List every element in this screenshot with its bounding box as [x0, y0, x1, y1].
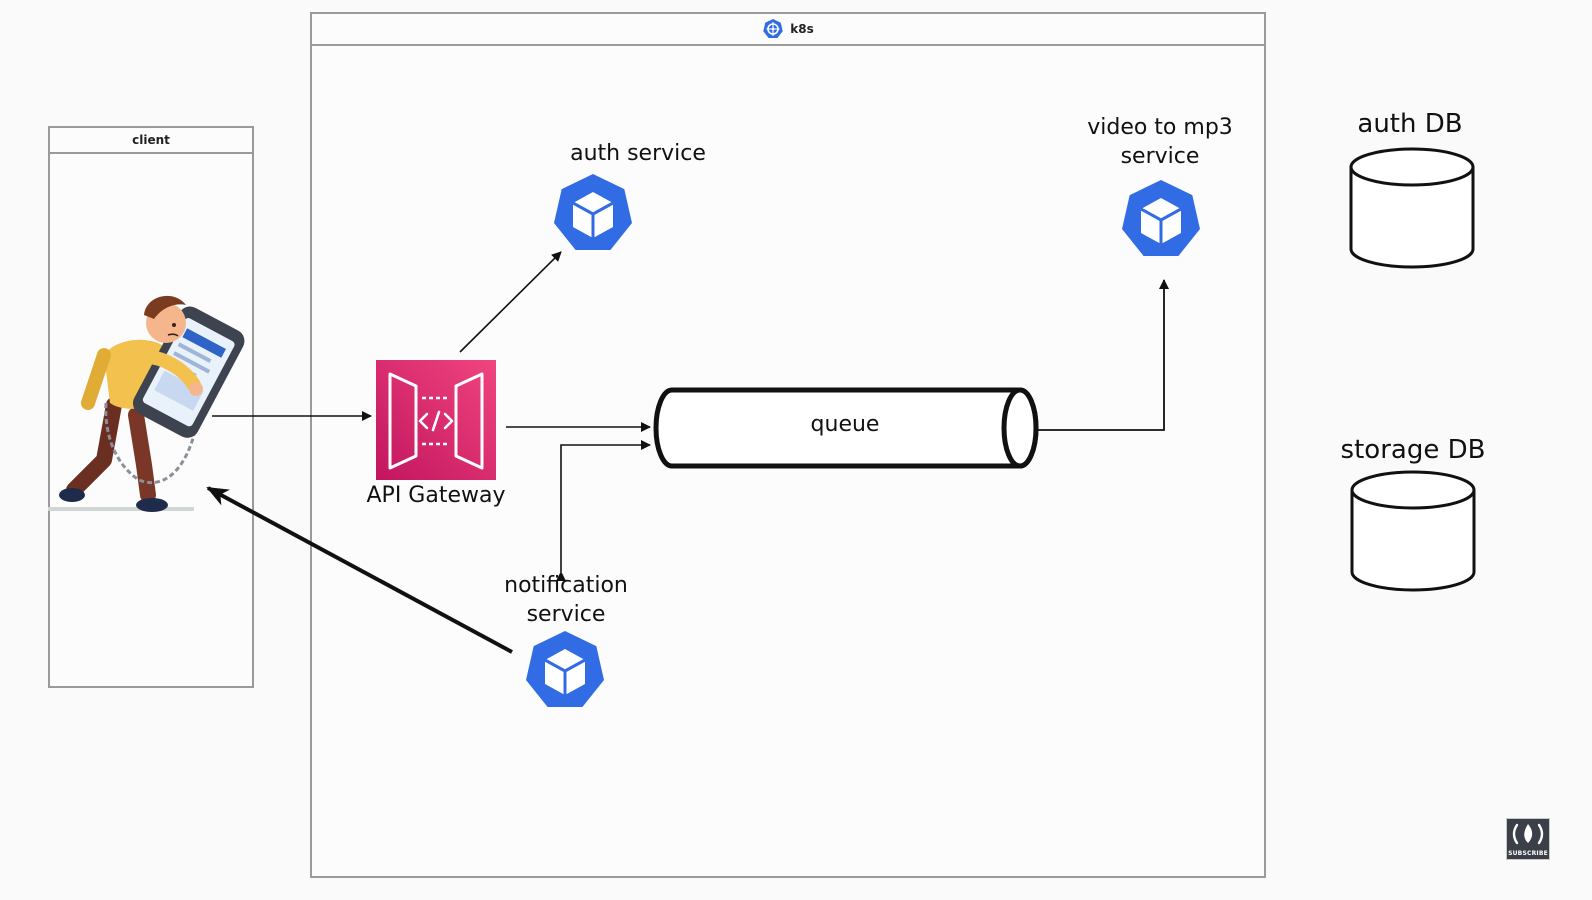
arrow-notification-to-client	[206, 486, 513, 654]
notification-service-label: notification service	[466, 572, 666, 629]
converter-service-label: video to mp3 service	[1060, 114, 1260, 171]
chained-user-illustration	[48, 295, 245, 512]
auth-service-label: auth service	[570, 141, 706, 166]
notification-service-label-line2: service	[526, 601, 606, 627]
client-frame-header: client	[50, 128, 252, 154]
k8s-frame-header: k8s	[312, 14, 1264, 46]
client-frame-title: client	[132, 133, 170, 147]
api-gateway-label: API Gateway	[366, 483, 506, 508]
converter-service-label-line1: video to mp3	[1087, 115, 1233, 140]
auth-db-label: auth DB	[1357, 109, 1463, 139]
notification-service-label-line1: notification	[504, 573, 628, 598]
subscribe-badge-text: SUBSCRIBE	[1508, 850, 1548, 857]
converter-service-label-line2: service	[1120, 143, 1200, 169]
queue-cylinder	[653, 387, 1039, 469]
queue-label: queue	[810, 412, 880, 437]
kubernetes-wheel-icon	[763, 19, 783, 38]
notification-service-pod-icon	[526, 631, 604, 707]
arrow-notification-queue	[556, 440, 651, 581]
storage-db-label: storage DB	[1340, 435, 1486, 465]
auth-service-pod-icon	[554, 174, 632, 250]
storage-db-cylinder-icon	[1350, 470, 1476, 592]
k8s-frame-title: k8s	[790, 22, 814, 36]
subscribe-badge[interactable]: SUBSCRIBE	[1506, 818, 1550, 860]
arrow-gateway-to-auth	[459, 251, 562, 353]
api-gateway-icon	[376, 360, 496, 480]
converter-service-pod-icon	[1122, 180, 1200, 256]
subscribe-logo-icon	[1512, 823, 1544, 845]
auth-db-cylinder-icon	[1349, 147, 1475, 269]
arrow-queue-converter	[1001, 279, 1169, 435]
